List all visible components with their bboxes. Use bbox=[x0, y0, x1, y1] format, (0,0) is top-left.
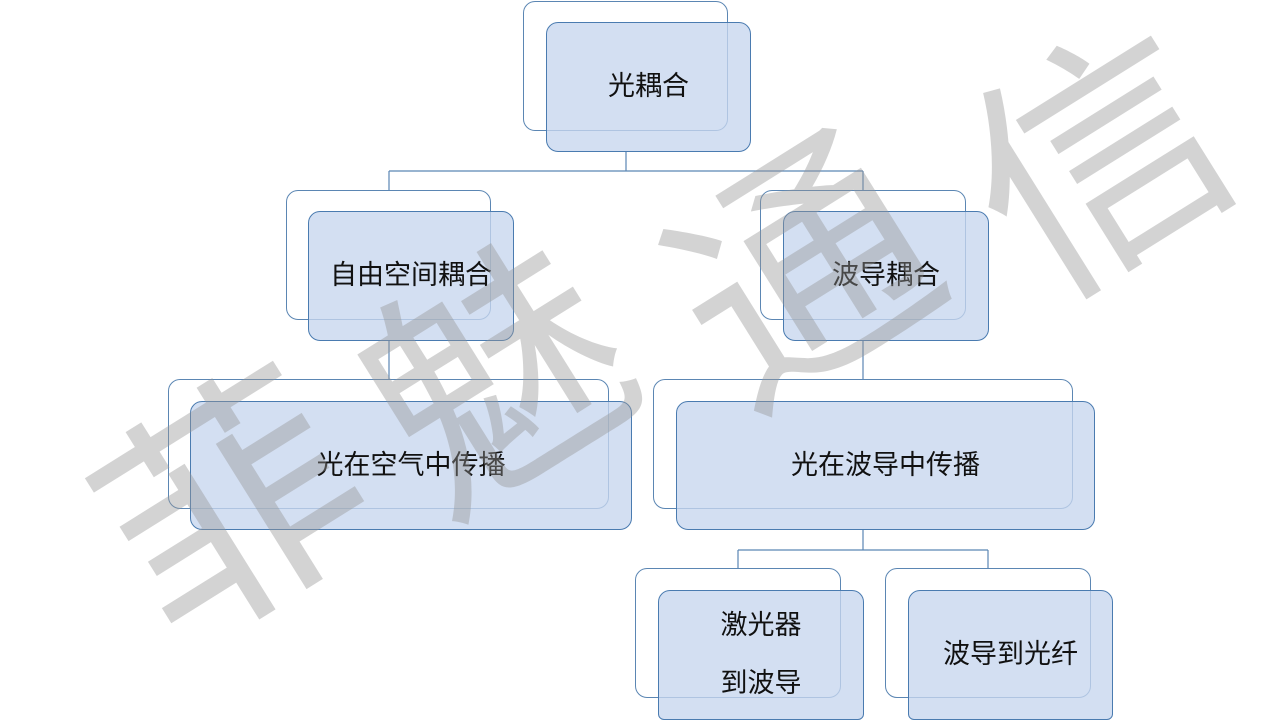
node-laser-to-waveguide[interactable]: 激光器 到波导 bbox=[658, 590, 864, 720]
node-label: 光在空气中传播 bbox=[316, 449, 506, 481]
node-label-multiline: 激光器 到波导 bbox=[721, 597, 802, 713]
node-waveguide-propagation[interactable]: 光在波导中传播 bbox=[676, 401, 1095, 530]
node-free-space-coupling[interactable]: 自由空间耦合 bbox=[308, 211, 514, 341]
node-label-line-2: 到波导 bbox=[720, 668, 802, 699]
node-air-propagation[interactable]: 光在空气中传播 bbox=[190, 401, 632, 530]
node-label: 光在波导中传播 bbox=[791, 449, 980, 481]
node-label: 自由空间耦合 bbox=[330, 260, 492, 292]
node-label: 波导到光纤 bbox=[943, 639, 1078, 671]
connector-propagation-to-leaves bbox=[737, 530, 989, 569]
node-waveguide-coupling[interactable]: 波导耦合 bbox=[783, 211, 989, 341]
node-label: 波导耦合 bbox=[832, 260, 940, 292]
node-label: 光耦合 bbox=[608, 71, 689, 103]
connector-root-to-level2 bbox=[388, 152, 864, 191]
node-label-line-1: 激光器 bbox=[720, 610, 802, 641]
node-optical-coupling[interactable]: 光耦合 bbox=[546, 22, 751, 152]
node-waveguide-to-fiber[interactable]: 波导到光纤 bbox=[908, 590, 1113, 720]
